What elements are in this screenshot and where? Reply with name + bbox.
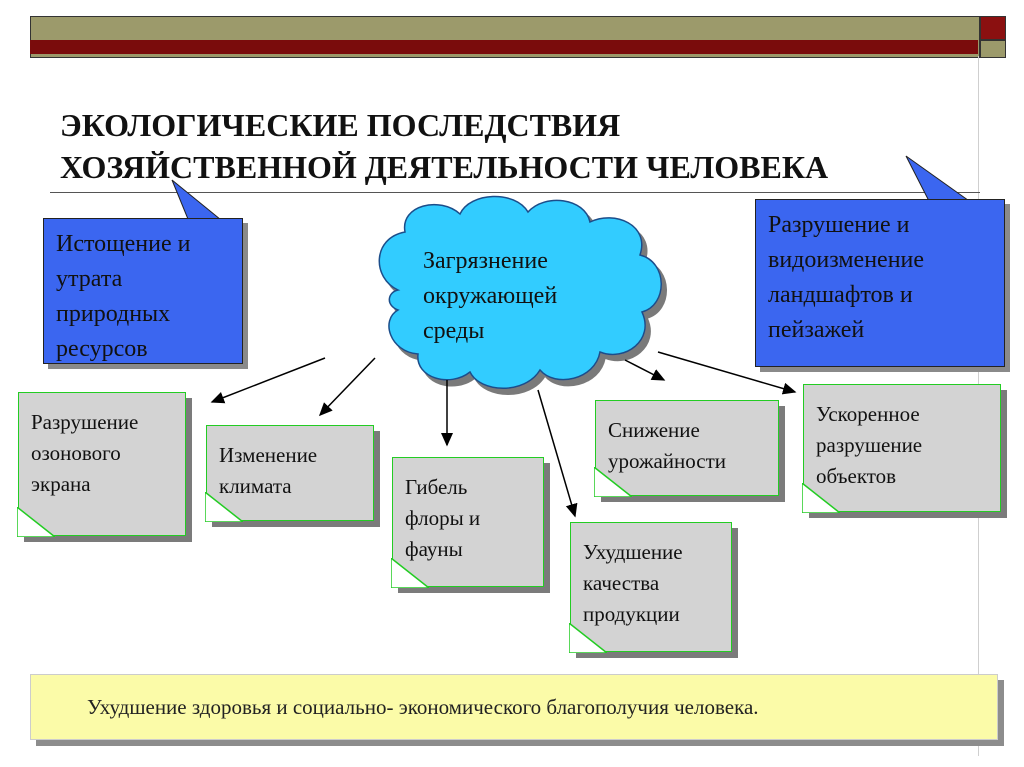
- callout-resources-line: ресурсов: [56, 336, 148, 362]
- bottom-conclusion: Ухудшение здоровья и социально- экономич…: [30, 674, 998, 740]
- note-fold-icon: [569, 623, 607, 653]
- note-quality-line: Ухудшение: [583, 540, 683, 564]
- cloud-label: Загрязнение окружающей среды: [423, 244, 623, 349]
- callout-landscapes: Разрушение и видоизменение ландшафтов и …: [755, 199, 1005, 367]
- callout-resources-line: природных: [56, 301, 171, 327]
- note-flora-line: Гибель: [405, 475, 468, 499]
- note-flora: Гибель флоры и фауны: [391, 457, 544, 588]
- note-objects-line: Ускоренное: [816, 402, 920, 426]
- cloud-label-line: окружающей: [423, 283, 558, 309]
- note-quality: Ухудшение качества продукции: [569, 522, 732, 653]
- note-fold-icon: [391, 558, 429, 588]
- callout-landscapes-line: пейзажей: [768, 317, 865, 343]
- note-climate: Изменение климата: [205, 425, 374, 522]
- note-objects: Ускоренное разрушение объектов: [802, 384, 1001, 513]
- note-quality-line: продукции: [583, 602, 680, 626]
- note-objects-line: разрушение: [816, 433, 923, 457]
- callout-resources-line: Истощение и: [56, 231, 191, 257]
- note-fold-icon: [802, 483, 840, 513]
- note-flora-line: фауны: [405, 537, 463, 561]
- arrow-to-yield: [624, 359, 666, 381]
- cloud-label-line: Загрязнение: [423, 248, 548, 274]
- note-fold-icon: [17, 507, 55, 537]
- corner-square-red: [980, 16, 1006, 40]
- pollution-cloud: [378, 195, 662, 389]
- arrow-to-quality: [537, 389, 578, 518]
- note-yield-line: Снижение: [608, 418, 700, 442]
- note-objects-line: объектов: [816, 464, 897, 488]
- title-rule: [50, 192, 980, 193]
- note-quality-line: качества: [583, 571, 660, 595]
- note-flora-line: флоры и: [405, 506, 481, 530]
- note-climate-line: климата: [219, 474, 292, 498]
- note-yield: Снижение урожайности: [594, 400, 779, 497]
- note-ozone-line: экрана: [31, 472, 91, 496]
- note-yield-line: урожайности: [608, 449, 727, 473]
- title-line-1: ЭКОЛОГИЧЕСКИЕ ПОСЛЕДСТВИЯ: [60, 107, 621, 143]
- note-ozone: Разрушение озонового экрана: [17, 392, 186, 537]
- note-ozone-line: озонового: [31, 441, 121, 465]
- arrow-to-objects: [657, 351, 797, 395]
- arrow-to-climate: [318, 357, 376, 417]
- callout-landscapes-line: видоизменение: [768, 247, 925, 273]
- callout-resources-line: утрата: [56, 266, 123, 292]
- note-ozone-line: Разрушение: [31, 410, 139, 434]
- cloud-label-line: среды: [423, 318, 485, 344]
- callout-resources: Истощение и утрата природных ресурсов: [43, 218, 243, 364]
- arrow-to-ozone: [210, 357, 326, 404]
- title-line-2: ХОЗЯЙСТВЕННОЙ ДЕЯТЕЛЬНОСТИ ЧЕЛОВЕКА: [60, 149, 829, 185]
- callout-landscapes-line: Разрушение и: [768, 212, 910, 238]
- note-fold-icon: [594, 467, 632, 497]
- callout-landscapes-line: ландшафтов и: [768, 282, 913, 308]
- note-climate-line: Изменение: [219, 443, 318, 467]
- slide-title: ЭКОЛОГИЧЕСКИЕ ПОСЛЕДСТВИЯ ХОЗЯЙСТВЕННОЙ …: [60, 104, 940, 188]
- right-callout-tail: [905, 155, 974, 204]
- note-fold-icon: [205, 492, 243, 522]
- top-bar-red: [30, 40, 978, 54]
- corner-square-olive: [980, 40, 1006, 58]
